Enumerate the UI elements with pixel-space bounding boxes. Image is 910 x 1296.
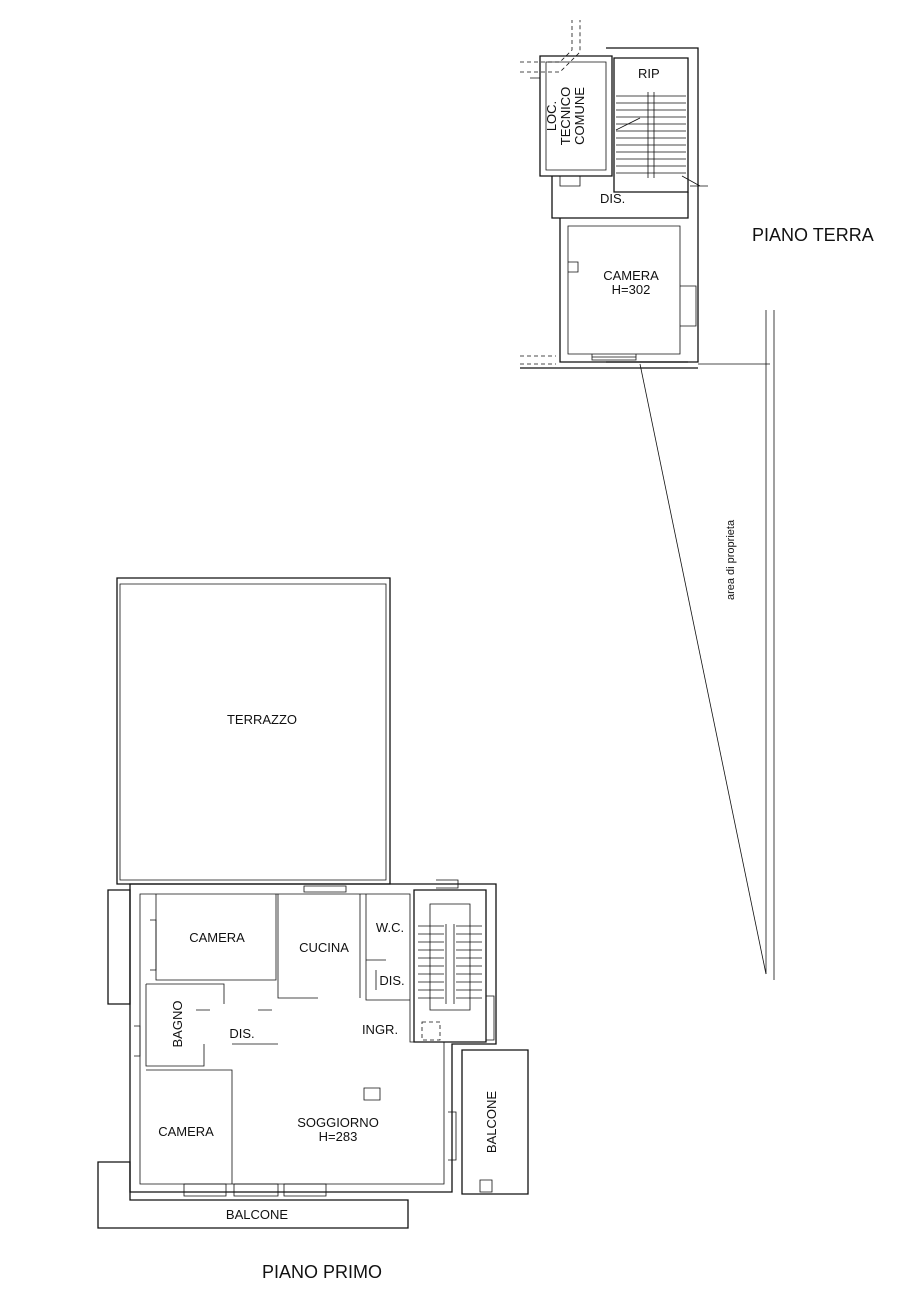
ground-floor-plan xyxy=(520,20,775,980)
first-room-ingr: INGR. xyxy=(362,1022,398,1037)
first-room-terrazzo: TERRAZZO xyxy=(227,712,297,727)
property-boundary xyxy=(639,310,775,980)
first-room-wc: W.C. xyxy=(376,920,404,935)
ground-room-rip: RIP xyxy=(638,66,660,81)
first-floor-stairs xyxy=(418,879,482,1041)
first-room-camera-bottom: CAMERA xyxy=(158,1124,214,1139)
ground-room-loc-line3: COMUNE xyxy=(572,87,587,145)
first-room-soggiorno-height: H=283 xyxy=(319,1129,358,1144)
first-floor-plan xyxy=(97,577,529,1229)
ground-room-camera-height: H=302 xyxy=(612,282,651,297)
first-room-bagno: BAGNO xyxy=(170,1001,185,1048)
first-room-camera-top: CAMERA xyxy=(189,930,245,945)
first-room-cucina: CUCINA xyxy=(299,940,349,955)
ground-stairs xyxy=(615,92,686,178)
first-room-balcone-right: BALCONE xyxy=(484,1091,499,1153)
ground-room-loc-line2: TECNICO xyxy=(558,87,573,146)
first-room-dis-left: DIS. xyxy=(229,1026,254,1041)
ground-room-camera: CAMERA xyxy=(603,268,659,283)
first-room-balcone-bottom: BALCONE xyxy=(226,1207,288,1222)
property-area-label: area di proprieta xyxy=(725,519,737,600)
ground-floor-title: PIANO TERRA xyxy=(752,225,874,245)
ground-room-dis: DIS. xyxy=(600,191,625,206)
first-room-dis-right: DIS. xyxy=(379,973,404,988)
first-room-soggiorno: SOGGIORNO xyxy=(297,1115,379,1130)
first-floor-title: PIANO PRIMO xyxy=(262,1262,382,1282)
ground-room-loc-line1: LOC. xyxy=(544,101,559,131)
